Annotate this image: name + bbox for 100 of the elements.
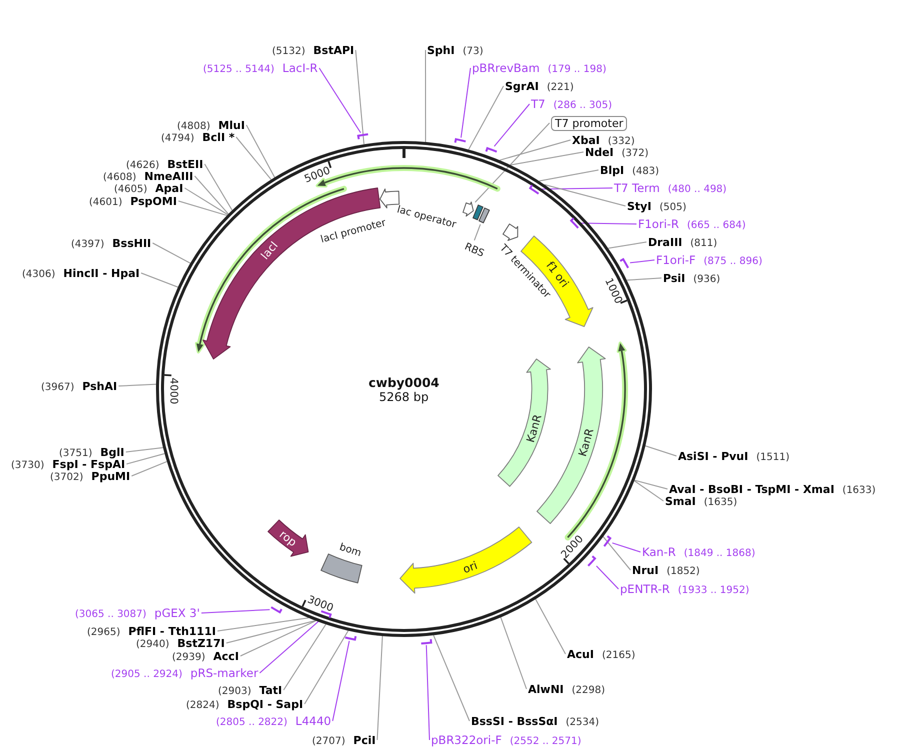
primer-range: (3065 .. 3087) [75,608,146,620]
leader-line [152,242,191,264]
leader-line [630,260,655,264]
primer-name: pBR322ori-F [431,732,502,746]
feature-label: lac operator [395,204,458,232]
gene-feature [497,358,552,488]
enzyme-name: AvaI - BsoBI - TspMI - XmaI [669,482,834,496]
enzyme-name: BglI [100,446,124,458]
site-position: (3702) [50,472,84,482]
leader-line [318,68,362,134]
enzyme-name: NmeAIII [144,170,194,182]
leader-line [500,616,527,690]
site-position: (2707) [312,736,346,746]
site-position: (4808) [177,120,210,132]
primer-range: (2805 .. 2822) [216,716,288,728]
feature-label: KanR [576,427,597,458]
enzyme-name: PpuMI [91,470,130,482]
leader-line [494,104,530,147]
enzyme-name: SgrAI [505,80,539,92]
primer-name: L4440 [295,714,332,728]
site-position: (1852) [666,566,700,576]
site-position: (1635) [704,496,738,508]
enzyme-name: BstZ17I [177,636,225,650]
enzyme-name: PspOMI [130,194,177,208]
enzyme-name: NruI [632,564,659,576]
leader-line [499,140,571,161]
site-position: (4626) [126,160,160,170]
leader-line [608,242,647,249]
primer-range: (875 .. 896) [704,256,762,266]
feature-label: RBS [462,241,486,260]
enzyme-name: AcuI [567,648,594,660]
enzyme-name: SmaI [665,494,696,508]
primer-range: (1849 .. 1868) [684,548,756,558]
leader-line [460,68,471,138]
leader-line [474,122,550,203]
site-position: (2534) [566,716,600,728]
primer-site-mark [344,634,356,640]
tick-label: 1000 [602,276,624,306]
primer-site-mark [570,217,580,230]
leader-line [140,272,178,288]
leader-line [259,619,321,674]
leader-line [535,598,566,654]
enzyme-name: AlwNI [528,682,564,696]
site-position: (2298) [572,684,606,696]
enzyme-name: BclI * [202,130,235,144]
site-position: (372) [622,148,649,158]
leader-line [426,644,430,740]
tick-label: 4000 [166,378,179,404]
gene-feature [267,519,310,558]
leader-line [236,136,272,180]
enzyme-name: FspI - FspAI [52,458,126,470]
leader-line [544,184,626,206]
enzyme-name: PshAI [82,380,118,392]
primer-site-mark [529,184,540,195]
leader-line [596,566,619,590]
primer-site-mark [619,258,630,269]
site-position: (4605) [114,184,148,194]
leader-line [304,630,349,704]
site-position: (2965) [87,626,120,638]
primer-name: T7 [531,96,546,110]
enzyme-name: AccI [213,650,239,662]
primer-site-mark [603,535,612,548]
enzyme-name: TatI [259,684,282,696]
enzyme-name: PciI [353,734,376,746]
feature-label: bom [338,542,363,560]
enzyme-name: NdeI [585,146,614,158]
site-position: (3751) [59,448,92,458]
site-position: (4601) [89,196,122,208]
primer-site-mark [270,606,283,614]
tick-label: 5000 [302,164,332,186]
site-position: (2903) [218,686,252,696]
primer-site-mark [454,138,467,144]
primer-name: F1ori-R [638,216,680,230]
enzyme-name: XbaI [572,134,600,146]
primer-range: (2905 .. 2924) [111,668,182,680]
feature-label: KanR [524,412,545,444]
site-position: (483) [632,166,660,176]
leader-line [240,620,316,656]
primer-range: (5125 .. 5144) [203,64,274,74]
site-position: (2939) [172,652,206,662]
site-position: (936) [693,274,720,284]
primer-name: pBRrevBam [472,60,540,74]
leader-line [538,170,599,182]
tick-label: 3000 [305,594,335,615]
enzyme-name: AsiSI - PvuI [678,450,748,462]
primer-site-mark [586,554,596,567]
site-position: (4397) [71,238,104,250]
site-position: (2824) [186,700,220,710]
leader-line [626,278,662,281]
leader-line [540,188,613,190]
primer-name: pENTR-R [620,582,670,596]
enzyme-name: DraIII [648,236,682,248]
origin-feature [399,526,533,595]
enzyme-name: BstEII [167,158,204,170]
enzyme-name: BspQI - SapI [227,698,304,710]
site-position: (1633) [842,484,876,496]
site-position: (505) [659,202,686,212]
primer-name: LacI-R [282,60,318,74]
plasmid-name: cwby0004 [368,374,440,390]
site-position: (332) [608,136,635,146]
